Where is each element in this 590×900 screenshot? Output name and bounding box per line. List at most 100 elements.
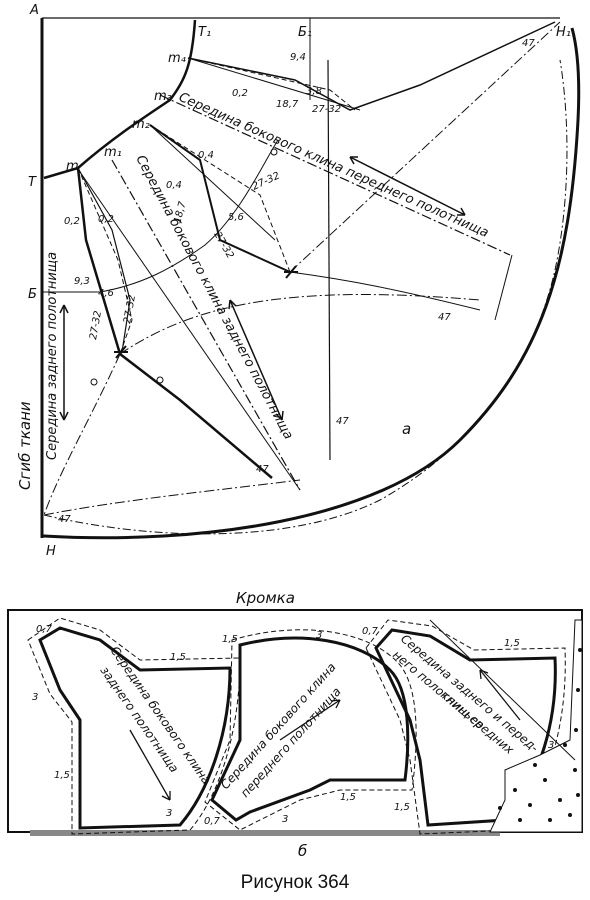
piece-1-allowance [27,617,241,835]
allowance-3-e: 3 [548,740,554,751]
diagram-a-centerlines: Середина бокового клина переднего полотн… [16,90,491,490]
piece-1-line-1: Середина бокового клина [108,644,214,787]
grain-arrow-b1 [129,729,171,801]
point-T1: Т₁ [198,25,211,40]
allowance-1-5-d: 1,5 [340,792,356,803]
notch-mark-1 [90,378,98,386]
piece-2 [210,636,410,822]
front-dart-line [149,124,276,241]
diagram-a [40,17,581,540]
measure-47-top: 47 [522,38,535,49]
centerline-back: Середина заднего полотнища [45,252,60,460]
point-m2: m₂ [132,117,150,132]
point-H: Н [46,544,56,559]
fold-label: Сгиб ткани [16,401,34,490]
point-m3: m₃ [154,89,172,104]
measure-27-32-mid: 27-32 [251,170,282,192]
point-T: Т [28,175,37,190]
selvage-band [30,830,500,836]
piece-2-line-1: Середина бокового клина [218,660,339,792]
measure-47-bottom: 47 [58,514,71,525]
front-hem-line [289,271,481,311]
allowance-0-7-b: 0,7 [204,816,221,827]
allowance-1-5-f: 1,5 [504,638,520,649]
back-panel-dash [77,167,133,355]
point-A: А [29,3,39,18]
cross-mark-2 [284,265,298,279]
grain-arrow-back [59,304,69,421]
piece-2-allowance [204,629,417,831]
hip-line [42,139,279,293]
allowance-0-7-a: 0,7 [36,624,53,635]
remnant-dots [498,648,582,822]
diagram-a-letter: а [402,420,411,438]
diagram-a-measures: 47 47 47 47 47 9,4 0,2 3,8 18,7 27-32 0,… [58,38,535,525]
piece-3-line-1: Середина заднего и перед- [398,632,541,755]
measure-9-4: 9,4 [290,52,306,63]
top-piece-line [187,57,361,111]
measure-0-4-a: 0,4 [198,150,214,161]
piece-3-allowance [365,619,566,835]
allowance-1-5-e: 1,5 [394,802,410,813]
diagonal-cut [429,619,576,761]
point-m1: m₁ [104,145,122,160]
diagram-a-labels: А Т Б Н Т₁ Б₁ Н₁ m m₁ m₂ m₃ m₄ [28,3,571,559]
measure-47-low: 47 [256,464,269,475]
hem-arc-alt [43,59,568,535]
measure-18-7-top: 18,7 [276,99,299,110]
piece-1 [38,626,232,830]
front-dart-dash [149,124,291,273]
measure-5-6: 5,6 [228,212,244,223]
measure-47-right: 47 [438,312,451,323]
point-B1: Б₁ [298,25,312,40]
measure-47-mid: 47 [336,416,349,427]
allowance-3-b: 3 [166,808,172,819]
side-seam-line [119,294,481,355]
measure-0-4-b: 0,4 [166,180,182,191]
grain-arrow-front [349,156,466,216]
diagram-b-allowances: 0,7 1,5 1,5 3 0,7 1,5 3 1,5 3 1,5 0,7 3 … [32,624,554,827]
allowance-3-c: 3 [316,630,322,641]
point-B: Б [28,287,37,302]
front-vertical [327,59,331,461]
selvage-label: Кромка [236,589,295,607]
centerline-side: Середина бокового клина заднего полотнищ… [132,153,295,442]
side-center [111,159,301,491]
measure-27-32-e: 27-32 [122,294,138,325]
grain-arrow-b2 [279,699,341,741]
measure-9-3: 9,3 [74,276,90,287]
pattern-drawing: А Т Б Н Т₁ Б₁ Н₁ m m₁ m₂ m₃ m₄ 47 47 47 … [7,3,583,860]
allowance-3-a: 3 [32,692,38,703]
measure-27-32-d: 27-32 [88,310,104,341]
measure-0-2-b: 0,2 [64,216,80,227]
remnant-area [489,619,583,833]
front-dart [149,124,291,273]
back-curve-2 [43,479,301,516]
allowance-1-5-c: 1,5 [54,770,70,781]
top-piece [187,21,556,111]
side-dart [77,167,131,353]
diagram-b-letter: б [298,842,307,860]
front-center [159,94,511,256]
measure-0-2-c: 0,2 [98,214,114,225]
front-diagonal [289,21,561,273]
allowance-1-5-a: 1,5 [170,652,186,663]
side-edge-2 [79,171,301,491]
point-m4: m₄ [168,51,187,66]
point-H1: Н₁ [556,25,571,40]
back-curve [43,353,121,516]
top-piece-dash [187,57,356,111]
allowance-3-d: 3 [282,814,288,825]
notch-mark-2 [156,376,164,384]
front-right-edge [494,254,513,321]
waist-line [43,19,197,180]
measure-4-6: 4,6 [98,288,114,299]
grain-arrow-side [228,299,284,421]
cross-mark-1 [114,345,128,359]
point-m: m [66,159,79,174]
measure-27-32-top: 27-32 [312,104,341,115]
measure-0-2-top: 0,2 [232,88,248,99]
measure-3-8: 3,8 [306,86,322,97]
allowance-0-7-c: 0,7 [362,626,379,637]
diagram-b [7,609,583,836]
